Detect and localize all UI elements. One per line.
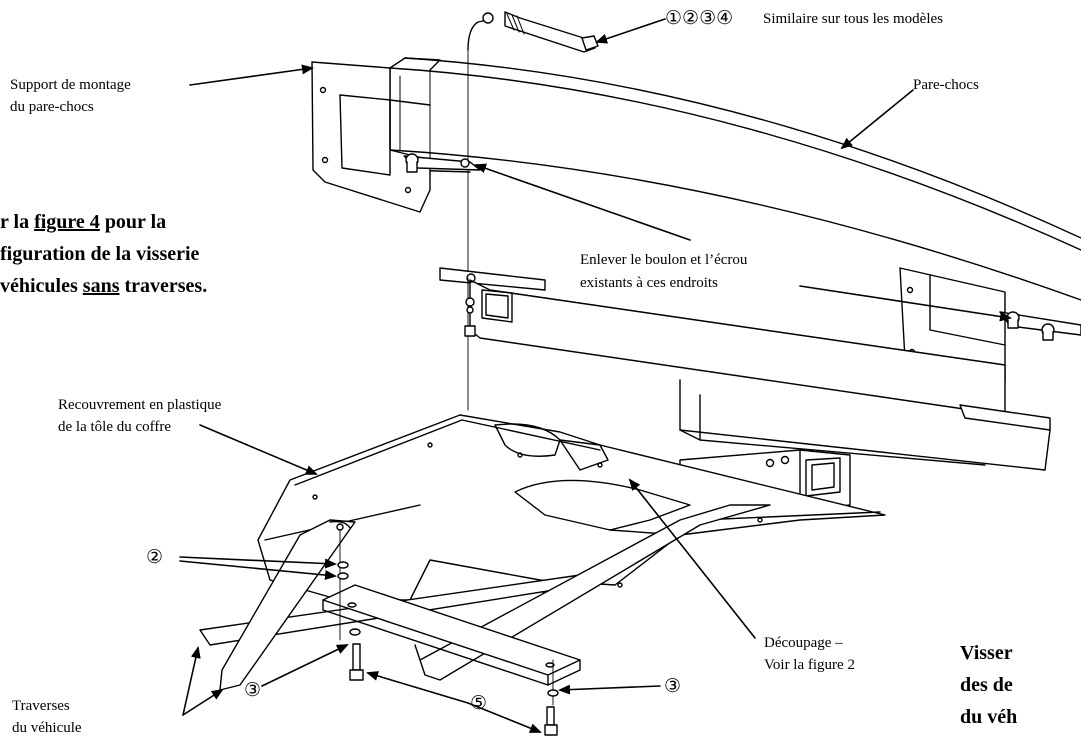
note-left-line1-post: pour la <box>99 211 167 233</box>
hitch-side-plate <box>679 379 1051 471</box>
label-remove-line1: Enlever le boulon et l’écrou <box>580 252 748 268</box>
note-left-sans: sans <box>82 275 120 297</box>
note-left-line3-pre: véhicules <box>0 275 83 297</box>
label-crossmember-line2: du véhicule <box>12 720 82 736</box>
spacer-bar <box>322 529 581 736</box>
label-remove-line2: existants à ces endroits <box>580 275 718 291</box>
figure-4-reference: figure 4 <box>34 211 100 233</box>
label-cover-line2: de la tôle du coffre <box>58 419 172 435</box>
label-bumper: Pare-chocs <box>913 77 979 93</box>
callout-3-right: ③ <box>664 675 682 697</box>
callout-1234: ①②③④ <box>665 7 734 29</box>
callout-2: ② <box>146 546 164 568</box>
note-left-line1: r la figure 4 pour la <box>0 209 166 236</box>
hitch-cross-tube <box>439 267 1006 416</box>
callout-3-left: ③ <box>244 679 262 701</box>
label-cutout-line1: Découpage – <box>764 635 843 651</box>
leader-arrows <box>179 18 1012 733</box>
label-cover-line1: Recouvrement en plastique <box>58 397 222 413</box>
label-similar-models: Similaire sur tous les modèles <box>763 11 943 27</box>
note-left-line3-post: traverses. <box>119 275 208 297</box>
top-bolt <box>467 11 599 411</box>
note-right-line2: des de <box>960 674 1013 696</box>
note-right-line1: Visser <box>960 642 1013 664</box>
note-right-line3: du véh <box>960 706 1018 728</box>
bumper-mount-bracket-left <box>311 61 481 213</box>
note-left-line2: figuration de la visserie <box>0 243 200 265</box>
note-left-line3: véhicules sans traverses. <box>0 273 207 300</box>
label-support-line2: du pare-chocs <box>10 99 94 115</box>
bumper-beam <box>389 57 1081 301</box>
label-support-line1: Support de montage <box>10 77 131 93</box>
label-crossmember-line1: Traverses <box>12 698 70 714</box>
note-left-line1-pre: r la <box>0 211 35 233</box>
callout-5: ⑤ <box>470 692 488 714</box>
label-cutout-line2: Voir la figure 2 <box>764 657 855 673</box>
